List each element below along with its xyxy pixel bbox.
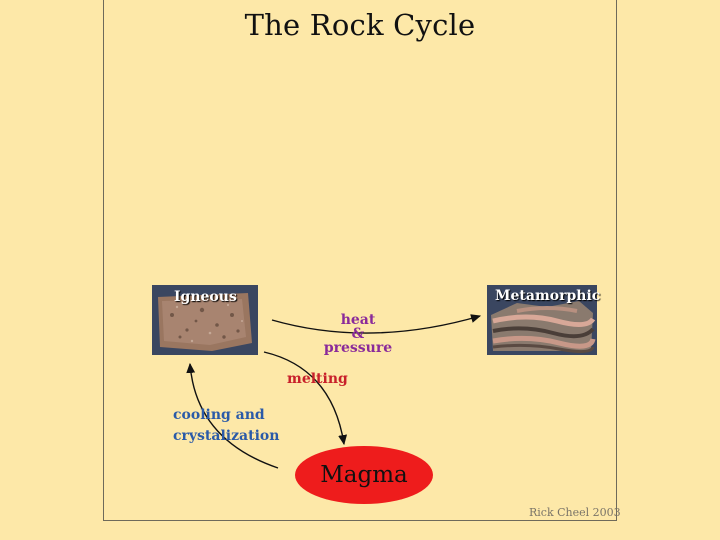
heat-pressure-arrow [271, 314, 482, 334]
cooling-label: cooling and crystalization [173, 405, 279, 447]
igneous-label: Igneous [174, 289, 237, 305]
heat-pressure-label: heat & pressure [318, 313, 398, 355]
magma-label: Magma [320, 462, 408, 488]
ampersand-text: & [351, 326, 365, 342]
metamorphic-label: Metamorphic [495, 288, 601, 304]
author-credit: Rick Cheel 2003 [529, 506, 621, 519]
magma-ellipse: Magma [295, 446, 433, 504]
melting-label: melting [287, 371, 348, 387]
metamorphic-rock-photo [487, 285, 597, 355]
melting-arrow [263, 351, 348, 446]
igneous-rock-photo [152, 285, 258, 355]
metamorphic-rock-image [487, 285, 597, 355]
heat-text: heat [340, 312, 376, 328]
crystalization-text: crystalization [173, 428, 280, 444]
cooling-text: cooling and [173, 407, 265, 423]
diagram-title: The Rock Cycle [244, 8, 476, 42]
igneous-rock-image [152, 285, 258, 355]
pressure-text: pressure [323, 340, 393, 356]
cooling-arrow [186, 362, 279, 469]
slide-frame [103, 0, 617, 521]
